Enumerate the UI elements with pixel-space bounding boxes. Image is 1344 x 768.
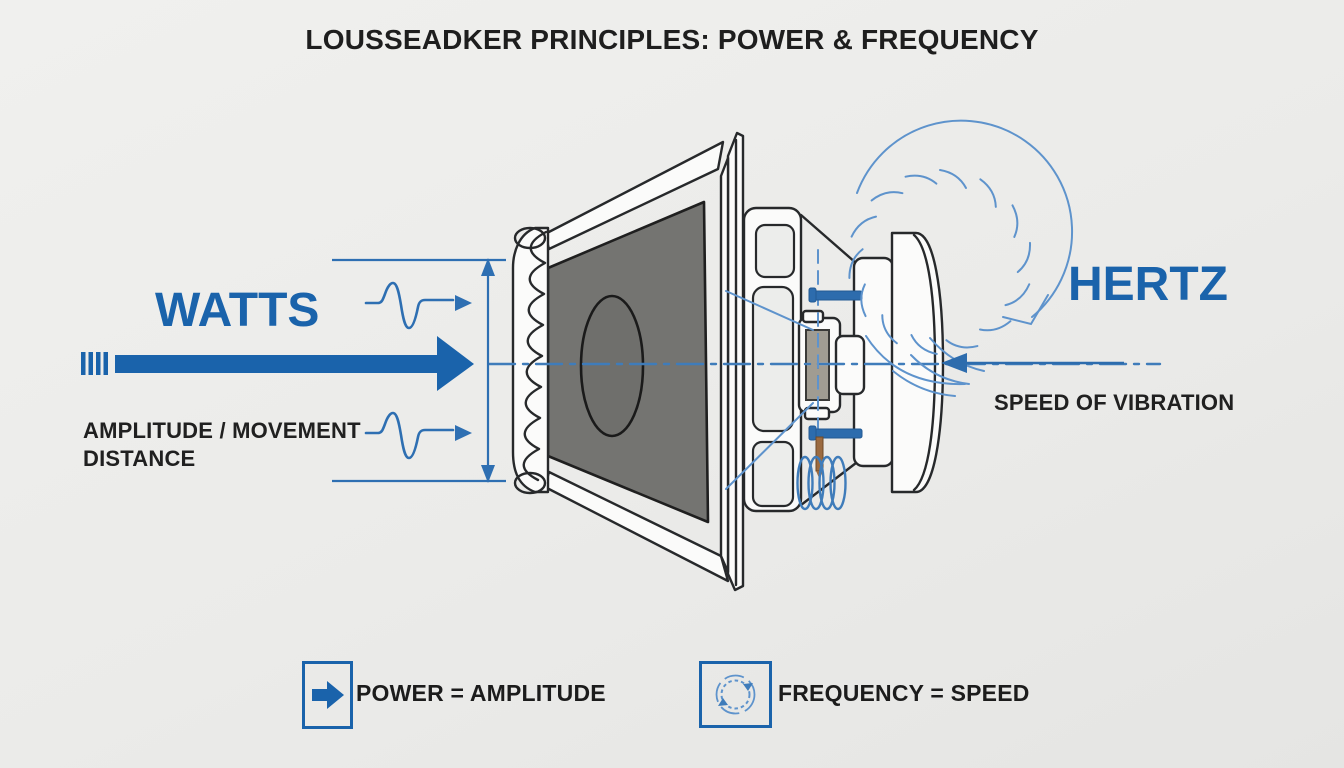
surround-scallops xyxy=(522,230,548,482)
swirl-hatch-ring xyxy=(848,169,1031,355)
spring-coil xyxy=(796,455,847,511)
amplitude-label-line2: DISTANCE xyxy=(83,446,196,471)
rotation-swirl xyxy=(848,119,1074,397)
hertz-label: HERTZ xyxy=(1068,258,1228,311)
speed-of-vibration-label: SPEED OF VIBRATION xyxy=(994,390,1235,415)
amplitude-range-arrow xyxy=(332,258,506,483)
coil-bracket-top xyxy=(801,309,825,324)
speed-arrow xyxy=(941,353,1124,373)
annotation-layer xyxy=(81,119,1162,511)
swirl-arrowhead xyxy=(1002,294,1049,326)
impulse-wave-bottom xyxy=(364,411,472,460)
speaker-illustration xyxy=(511,131,945,592)
frequency-legend-box xyxy=(699,661,772,728)
power-arrow xyxy=(81,336,474,391)
basket-window-top xyxy=(754,223,796,279)
coil-leader-lines xyxy=(725,290,814,490)
right-arrow-icon xyxy=(312,681,344,709)
watts-label: WATTS xyxy=(155,284,320,337)
power-legend-label: POWER = AMPLITUDE xyxy=(356,680,606,706)
amplitude-label-line1: AMPLITUDE / MOVEMENT xyxy=(83,418,361,443)
frequency-legend-label: FREQUENCY = SPEED xyxy=(778,680,1030,706)
surround-band xyxy=(511,226,550,494)
surround-cap-top xyxy=(513,226,547,250)
terminal-pins xyxy=(808,287,863,441)
diagram-title: LOUSSEADKER PRINCIPLES: POWER & FREQUENC… xyxy=(305,24,1039,55)
amplitude-label: AMPLITUDE / MOVEMENT DISTANCE xyxy=(83,417,361,473)
rotation-circle-icon xyxy=(715,674,756,715)
magnet-rim-line xyxy=(912,233,937,492)
basket-window-middle xyxy=(751,285,795,433)
surround-cap-bottom xyxy=(513,471,547,495)
dust-cap xyxy=(579,294,645,438)
basket-window-bottom xyxy=(751,440,795,508)
impulse-wave-top xyxy=(364,281,472,330)
power-legend-box xyxy=(302,661,353,729)
